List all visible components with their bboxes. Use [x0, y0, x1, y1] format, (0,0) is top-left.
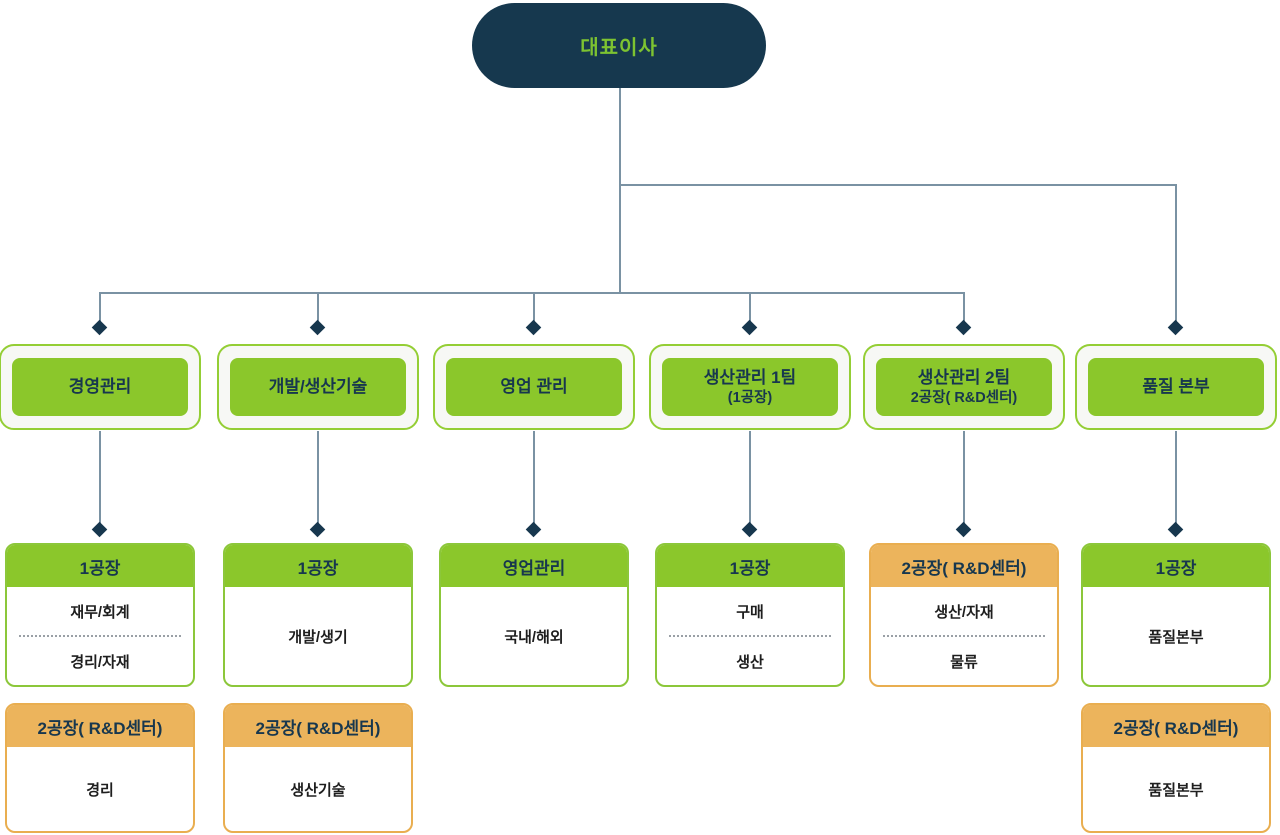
dept-pill: 경영관리 [12, 358, 188, 416]
card-item: 생산/자재 [934, 603, 994, 621]
dept-box-sales: 영업 관리 [433, 344, 635, 430]
dept-box-devtech: 개발/생산기술 [217, 344, 419, 430]
diamond-icon [309, 521, 326, 538]
drop-line-prod2 [963, 292, 965, 323]
sub-line-sales [533, 431, 535, 525]
card-devtech-factory1: 1공장 개발/생기 [223, 543, 413, 687]
dept-box-prod1: 생산관리 1팀 (1공장) [649, 344, 851, 430]
card-item: 경리/자재 [70, 653, 130, 671]
ceo-node: 대표이사 [472, 3, 766, 88]
card-body: 구매 생산 [657, 587, 843, 685]
card-header: 2공장( R&D센터) [1083, 705, 1269, 747]
card-item: 생산기술 [290, 781, 346, 799]
dept-label: 경영관리 [68, 377, 132, 397]
diamond-icon [1167, 319, 1184, 336]
card-body: 개발/생기 [225, 587, 411, 685]
card-quality-factory2: 2공장( R&D센터) 품질본부 [1081, 703, 1271, 833]
card-item: 국내/해외 [504, 628, 564, 646]
card-item: 물류 [950, 653, 978, 671]
dept-pill: 생산관리 2팀 2공장( R&D센터) [876, 358, 1052, 416]
diamond-icon [741, 521, 758, 538]
dept-sublabel: 2공장( R&D센터) [910, 389, 1018, 406]
card-header: 1공장 [657, 545, 843, 587]
card-management-factory2: 2공장( R&D센터) 경리 [5, 703, 195, 833]
dept-box-prod2: 생산관리 2팀 2공장( R&D센터) [863, 344, 1065, 430]
diamond-icon [955, 521, 972, 538]
card-header: 2공장( R&D센터) [871, 545, 1057, 587]
card-header: 1공장 [225, 545, 411, 587]
dept-pill: 개발/생산기술 [230, 358, 406, 416]
dept-label: 개발/생산기술 [268, 377, 368, 397]
dept-label: 영업 관리 [500, 377, 568, 397]
drop-line-devtech [317, 292, 319, 323]
card-body: 생산/자재 물류 [871, 587, 1057, 685]
sub-line-quality [1175, 431, 1177, 525]
card-body: 품질본부 [1083, 587, 1269, 685]
card-header: 2공장( R&D센터) [7, 705, 193, 747]
card-prod2-factory2: 2공장( R&D센터) 생산/자재 물류 [869, 543, 1059, 687]
branch-vline-quality [1175, 184, 1177, 323]
dotted-divider [19, 635, 181, 637]
diamond-icon [525, 521, 542, 538]
card-prod1-factory1: 1공장 구매 생산 [655, 543, 845, 687]
card-body: 품질본부 [1083, 747, 1269, 831]
card-item: 생산 [736, 653, 764, 671]
diamond-icon [91, 521, 108, 538]
dept-box-management: 경영관리 [0, 344, 201, 430]
card-item: 구매 [736, 603, 764, 621]
ceo-trunk-line [619, 88, 621, 293]
card-item: 재무/회계 [70, 603, 130, 621]
dept-pill: 생산관리 1팀 (1공장) [662, 358, 838, 416]
diamond-icon [955, 319, 972, 336]
branch-hline-main [99, 292, 965, 294]
dept-box-quality: 품질 본부 [1075, 344, 1277, 430]
dotted-divider [669, 635, 831, 637]
sub-line-devtech [317, 431, 319, 525]
diamond-icon [91, 319, 108, 336]
drop-line-sales [533, 292, 535, 323]
card-header: 1공장 [7, 545, 193, 587]
card-header: 1공장 [1083, 545, 1269, 587]
card-item: 품질본부 [1148, 781, 1204, 799]
dept-label: 품질 본부 [1142, 377, 1210, 397]
card-devtech-factory2: 2공장( R&D센터) 생산기술 [223, 703, 413, 833]
dotted-divider [883, 635, 1045, 637]
card-quality-factory1: 1공장 품질본부 [1081, 543, 1271, 687]
card-sales: 영업관리 국내/해외 [439, 543, 629, 687]
dept-pill: 영업 관리 [446, 358, 622, 416]
dept-label: 생산관리 1팀 [703, 368, 797, 388]
card-body: 재무/회계 경리/자재 [7, 587, 193, 685]
drop-line-management [99, 292, 101, 323]
card-header: 2공장( R&D센터) [225, 705, 411, 747]
sub-line-prod2 [963, 431, 965, 525]
drop-line-prod1 [749, 292, 751, 323]
card-management-factory1: 1공장 재무/회계 경리/자재 [5, 543, 195, 687]
sub-line-management [99, 431, 101, 525]
sub-line-prod1 [749, 431, 751, 525]
diamond-icon [525, 319, 542, 336]
card-item: 경리 [86, 781, 114, 799]
card-header: 영업관리 [441, 545, 627, 587]
card-item: 품질본부 [1148, 628, 1204, 646]
dept-pill: 품질 본부 [1088, 358, 1264, 416]
card-item: 개발/생기 [288, 628, 348, 646]
ceo-label: 대표이사 [580, 37, 658, 59]
card-body: 경리 [7, 747, 193, 831]
card-body: 국내/해외 [441, 587, 627, 685]
diamond-icon [309, 319, 326, 336]
diamond-icon [741, 319, 758, 336]
dept-sublabel: (1공장) [727, 389, 773, 406]
dept-label: 생산관리 2팀 [917, 368, 1011, 388]
branch-hline-right [620, 184, 1177, 186]
diamond-icon [1167, 521, 1184, 538]
card-body: 생산기술 [225, 747, 411, 831]
